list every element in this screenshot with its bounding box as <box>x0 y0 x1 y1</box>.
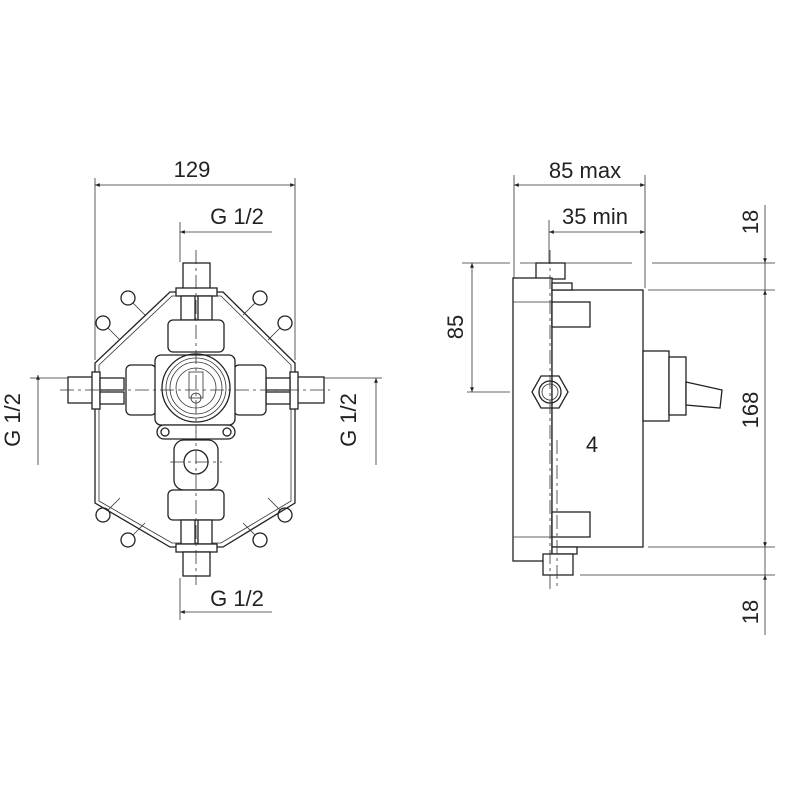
spindle <box>685 381 723 409</box>
bottom-thread-label: G 1/2 <box>210 586 264 611</box>
cartridge <box>642 350 670 422</box>
depth-max-label: 85 max <box>549 158 621 183</box>
valve-housing <box>551 289 644 548</box>
body-height-label: 168 <box>738 392 763 429</box>
outlet-height-label: 85 <box>443 315 468 339</box>
mounting-plate-side <box>512 277 553 562</box>
front-view: 129 G 1/2 G 1/2 G 1/2 G 1/2 <box>0 157 382 620</box>
left-thread-label: G 1/2 <box>0 393 25 447</box>
mounting-plate <box>94 291 296 548</box>
side-view: 85 max 35 min 85 4 18 168 18 <box>443 158 775 635</box>
offset-label: 4 <box>586 432 598 457</box>
right-thread-label: G 1/2 <box>336 393 361 447</box>
top-thread-label: G 1/2 <box>210 204 264 229</box>
depth-min-label: 35 min <box>562 204 628 229</box>
hex-outlet <box>531 375 569 409</box>
top-stub-label: 18 <box>738 210 763 234</box>
width-dim-label: 129 <box>174 157 211 182</box>
bottom-stub-label: 18 <box>738 600 763 624</box>
mounting-ear-icons <box>95 290 293 548</box>
